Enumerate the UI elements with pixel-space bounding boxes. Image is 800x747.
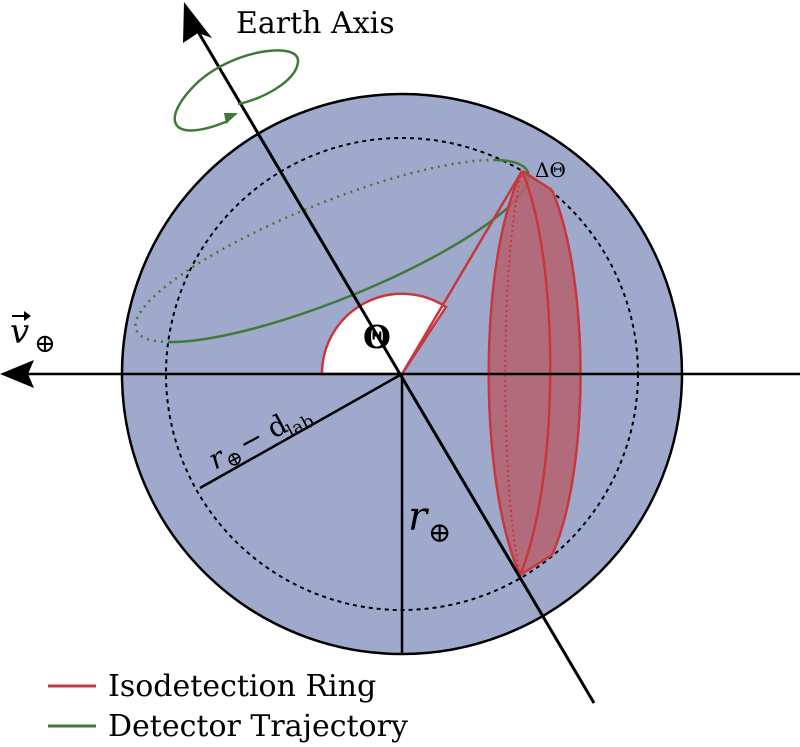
svg-text:⊕: ⊕ <box>34 329 56 359</box>
velocity-arrowhead <box>0 360 34 388</box>
velocity-axis <box>0 360 800 388</box>
outer-radius-label: r ⊕ <box>408 494 451 549</box>
earth-axis-label: Earth Axis <box>236 6 395 41</box>
detector-trajectory <box>134 158 530 344</box>
earth-axis-arrowhead <box>183 2 212 43</box>
legend-label: Isodetection Ring <box>108 669 376 704</box>
svg-text:v: v <box>10 312 29 352</box>
svg-text:⊕: ⊕ <box>428 516 451 549</box>
svg-text:r: r <box>408 494 430 540</box>
isodetection-cone <box>400 170 524 375</box>
delta-theta-label: ΔΘ <box>535 158 566 182</box>
rotation-indicator <box>173 49 300 132</box>
theta-label: Θ <box>363 318 391 356</box>
legend-label: Detector Trajectory <box>108 709 408 744</box>
earth-axis <box>183 2 596 704</box>
radius-inner-line <box>199 372 403 490</box>
velocity-label: v ⊕ <box>10 311 56 359</box>
